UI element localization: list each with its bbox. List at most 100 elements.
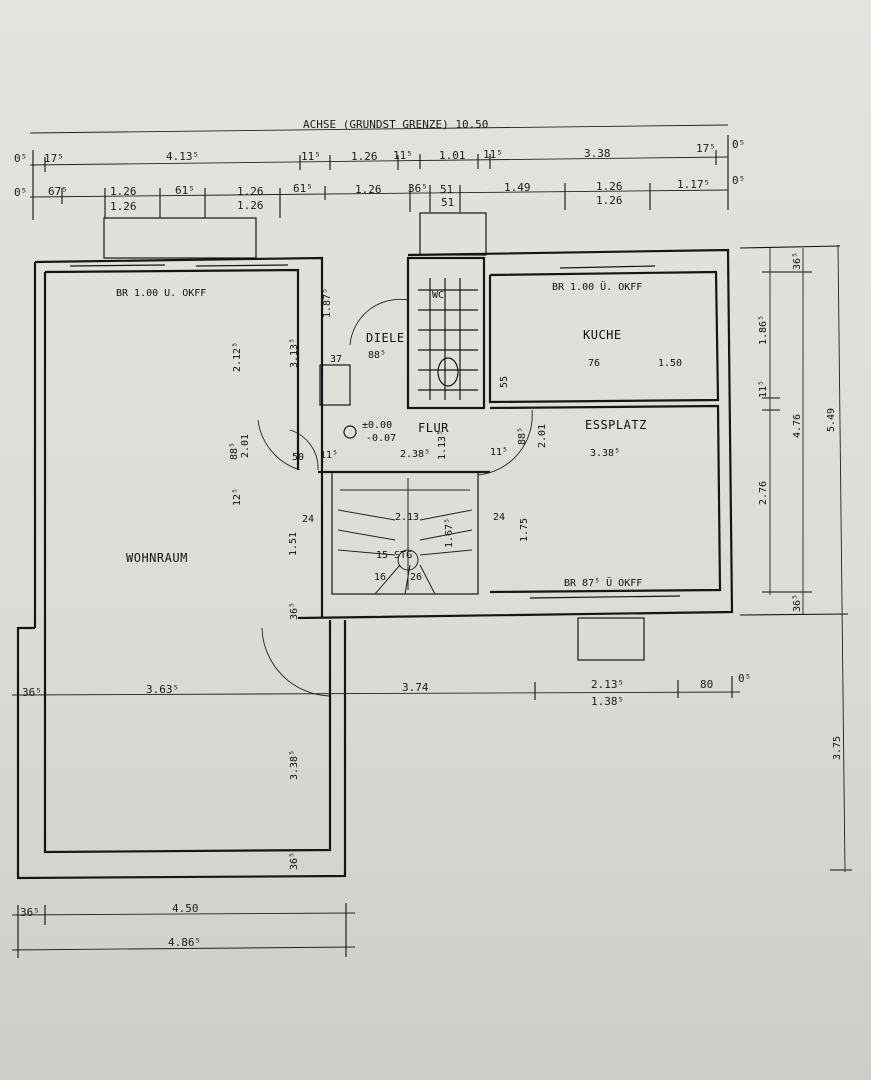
wc-tiles (418, 278, 478, 400)
dim-right-b: 1.86⁵ (758, 315, 769, 345)
mid-dimension-chain: 36⁵ 3.63⁵ 3.74 2.13⁵ 1.38⁵ 80 0⁵ (11, 672, 751, 708)
ess-bay-window (577, 617, 645, 661)
dim-151: 1.51 (288, 532, 299, 556)
room-labels: WOHNRAUM DIELE FLUR KUCHE ESSPLATZ WC (126, 290, 647, 565)
bottom-dimension-chains: 36⁵ 4.50 4.86⁵ (11, 902, 356, 958)
top-dimension-chains: ACHSE (GRUNDST GRENZE) 10.50 0⁵ 17⁵ 4.13… (14, 118, 745, 220)
dim-top2-m: 0⁵ (732, 174, 745, 187)
dim-right-h: 3.75 (832, 736, 843, 760)
dim-213: 2.13 (395, 512, 419, 523)
dim-mid-f: 80 (700, 678, 713, 691)
dim-top1-g: 1.01 (439, 149, 466, 162)
dim-diele-h: 1.87⁵ (322, 288, 333, 318)
dim-175: 1.75 (519, 518, 530, 542)
dim-flur-w: 2.38⁵ (400, 449, 430, 460)
note-window-kueche: BR 1.00 Ü. OKFF (552, 280, 642, 293)
dim-top2-h: 36⁵ (408, 182, 428, 195)
dim-right-f: 36⁵ (792, 594, 803, 612)
dim-top2-sub-d: 1.26 (596, 194, 623, 207)
dim-mid-g: 0⁵ (738, 672, 751, 685)
wc-room (406, 256, 486, 410)
dim-top2-g: 1.26 (355, 183, 382, 196)
dim-115a: 11⁵ (320, 450, 338, 461)
dim-201b: 2.01 (537, 424, 548, 448)
dim-50: 50 (292, 452, 304, 463)
dim-mid-e: 1.38⁵ (591, 695, 624, 708)
dim-bottom-b: 4.50 (172, 902, 199, 915)
dim-top1-f: 11⁵ (393, 149, 413, 162)
dim-top2-sub-c: 51 (441, 196, 454, 209)
dim-top1-h: 11⁵ (483, 148, 503, 161)
dim-55: 55 (499, 376, 510, 388)
dim-365b: 36⁵ (289, 852, 300, 870)
label-wc: WC (432, 290, 444, 301)
dim-125: 12⁵ (232, 488, 243, 506)
note-window-wohn: BR 1.00 U. OKFF (116, 288, 206, 299)
dim-top1-e: 1.26 (351, 150, 378, 163)
dim-115b: 11⁵ (490, 447, 508, 458)
dim-top2-b: 67⁵ (48, 185, 68, 198)
dim-top1-b: 17⁵ (44, 152, 64, 165)
note-window-ess: BR 87⁵ Ü OKFF (564, 576, 642, 589)
dim-top2-l: 1.17⁵ (677, 178, 710, 191)
dim-top2-e: 1.26 (237, 185, 264, 198)
dim-diele-w: 88⁵ (368, 350, 386, 361)
dim-right-c: 11⁵ (758, 380, 769, 398)
dim-16: 16 (374, 572, 386, 583)
dim-3385: 3.38⁵ (289, 750, 300, 780)
right-dimension-chains: 36⁵ 1.86⁵ 11⁵ 4.76 2.76 36⁵ 5.49 3.75 (739, 244, 852, 873)
dim-top1-a: 0⁵ (14, 152, 27, 165)
label-kueche: KUCHE (583, 328, 622, 342)
dim-top2-sub-b: 1.26 (237, 199, 264, 212)
door-swings (257, 298, 533, 697)
dim-top2-j: 1.49 (504, 181, 531, 194)
dim-885a: 88⁵ (229, 442, 240, 460)
dim-top1-c: 4.13⁵ (166, 150, 199, 163)
dim-top1-j: 17⁵ (696, 142, 716, 155)
dim-kueche-b: 1.50 (658, 358, 682, 369)
dim-885b: 88⁵ (517, 427, 528, 445)
walls (16, 212, 734, 880)
wohn-bay-window (103, 217, 257, 259)
note-level-minus: -0.07 (366, 433, 396, 444)
dim-24a: 24 (302, 514, 314, 525)
level-marker-icon (343, 425, 357, 439)
dim-mid-a: 36⁵ (22, 686, 42, 699)
diele-chimney (319, 364, 351, 406)
dim-wohn-h: 2.12⁵ (232, 342, 243, 372)
dim-26: 26 (410, 572, 422, 583)
dim-ess-w: 3.38⁵ (590, 448, 620, 459)
label-diele: DIELE (366, 331, 405, 345)
dim-wohn-h2: 3.13⁵ (289, 338, 300, 368)
dim-top2-k: 1.26 (596, 180, 623, 193)
dim-top1-k: 0⁵ (732, 138, 745, 151)
dim-mid-b: 3.63⁵ (146, 683, 179, 696)
dim-top1-d: 11⁵ (301, 150, 321, 163)
dim-top2-d: 61⁵ (175, 184, 195, 197)
label-flur: FLUR (418, 421, 449, 435)
note-level-plus: ±0.00 (362, 420, 392, 431)
dim-top2-f: 61⁵ (293, 182, 313, 195)
dim-top2-c: 1.26 (110, 185, 137, 198)
note-stairs: 15 STG (376, 550, 412, 561)
wc-bay-window (419, 212, 487, 256)
dim-top2-sub-a: 1.26 (110, 200, 137, 213)
plan-notes: BR 1.00 U. OKFF BR 1.00 Ü. OKFF BR 87⁵ Ü… (116, 280, 642, 589)
staircase (337, 478, 473, 595)
dim-right-a: 36⁵ (792, 252, 803, 270)
dim-right-e: 2.76 (758, 481, 769, 505)
label-essplatz: ESSPLATZ (585, 418, 647, 432)
dim-top2-i: 51 (440, 183, 453, 196)
dim-top1-i: 3.38 (584, 147, 611, 160)
interior-dimensions: 88⁵ 1.87⁵ 2.12⁵ 3.13⁵ 37 76 1.50 55 2.38… (229, 288, 682, 870)
dim-bottom-a: 36⁵ (20, 906, 40, 919)
dim-37: 37 (330, 354, 342, 365)
dim-kueche-a: 76 (588, 358, 600, 369)
dim-mid-c: 3.74 (402, 681, 429, 694)
dim-24b: 24 (493, 512, 505, 523)
dim-201a: 2.01 (240, 434, 251, 458)
dim-167: 1.67⁵ (444, 518, 455, 548)
dim-365c: 36⁵ (289, 602, 300, 620)
